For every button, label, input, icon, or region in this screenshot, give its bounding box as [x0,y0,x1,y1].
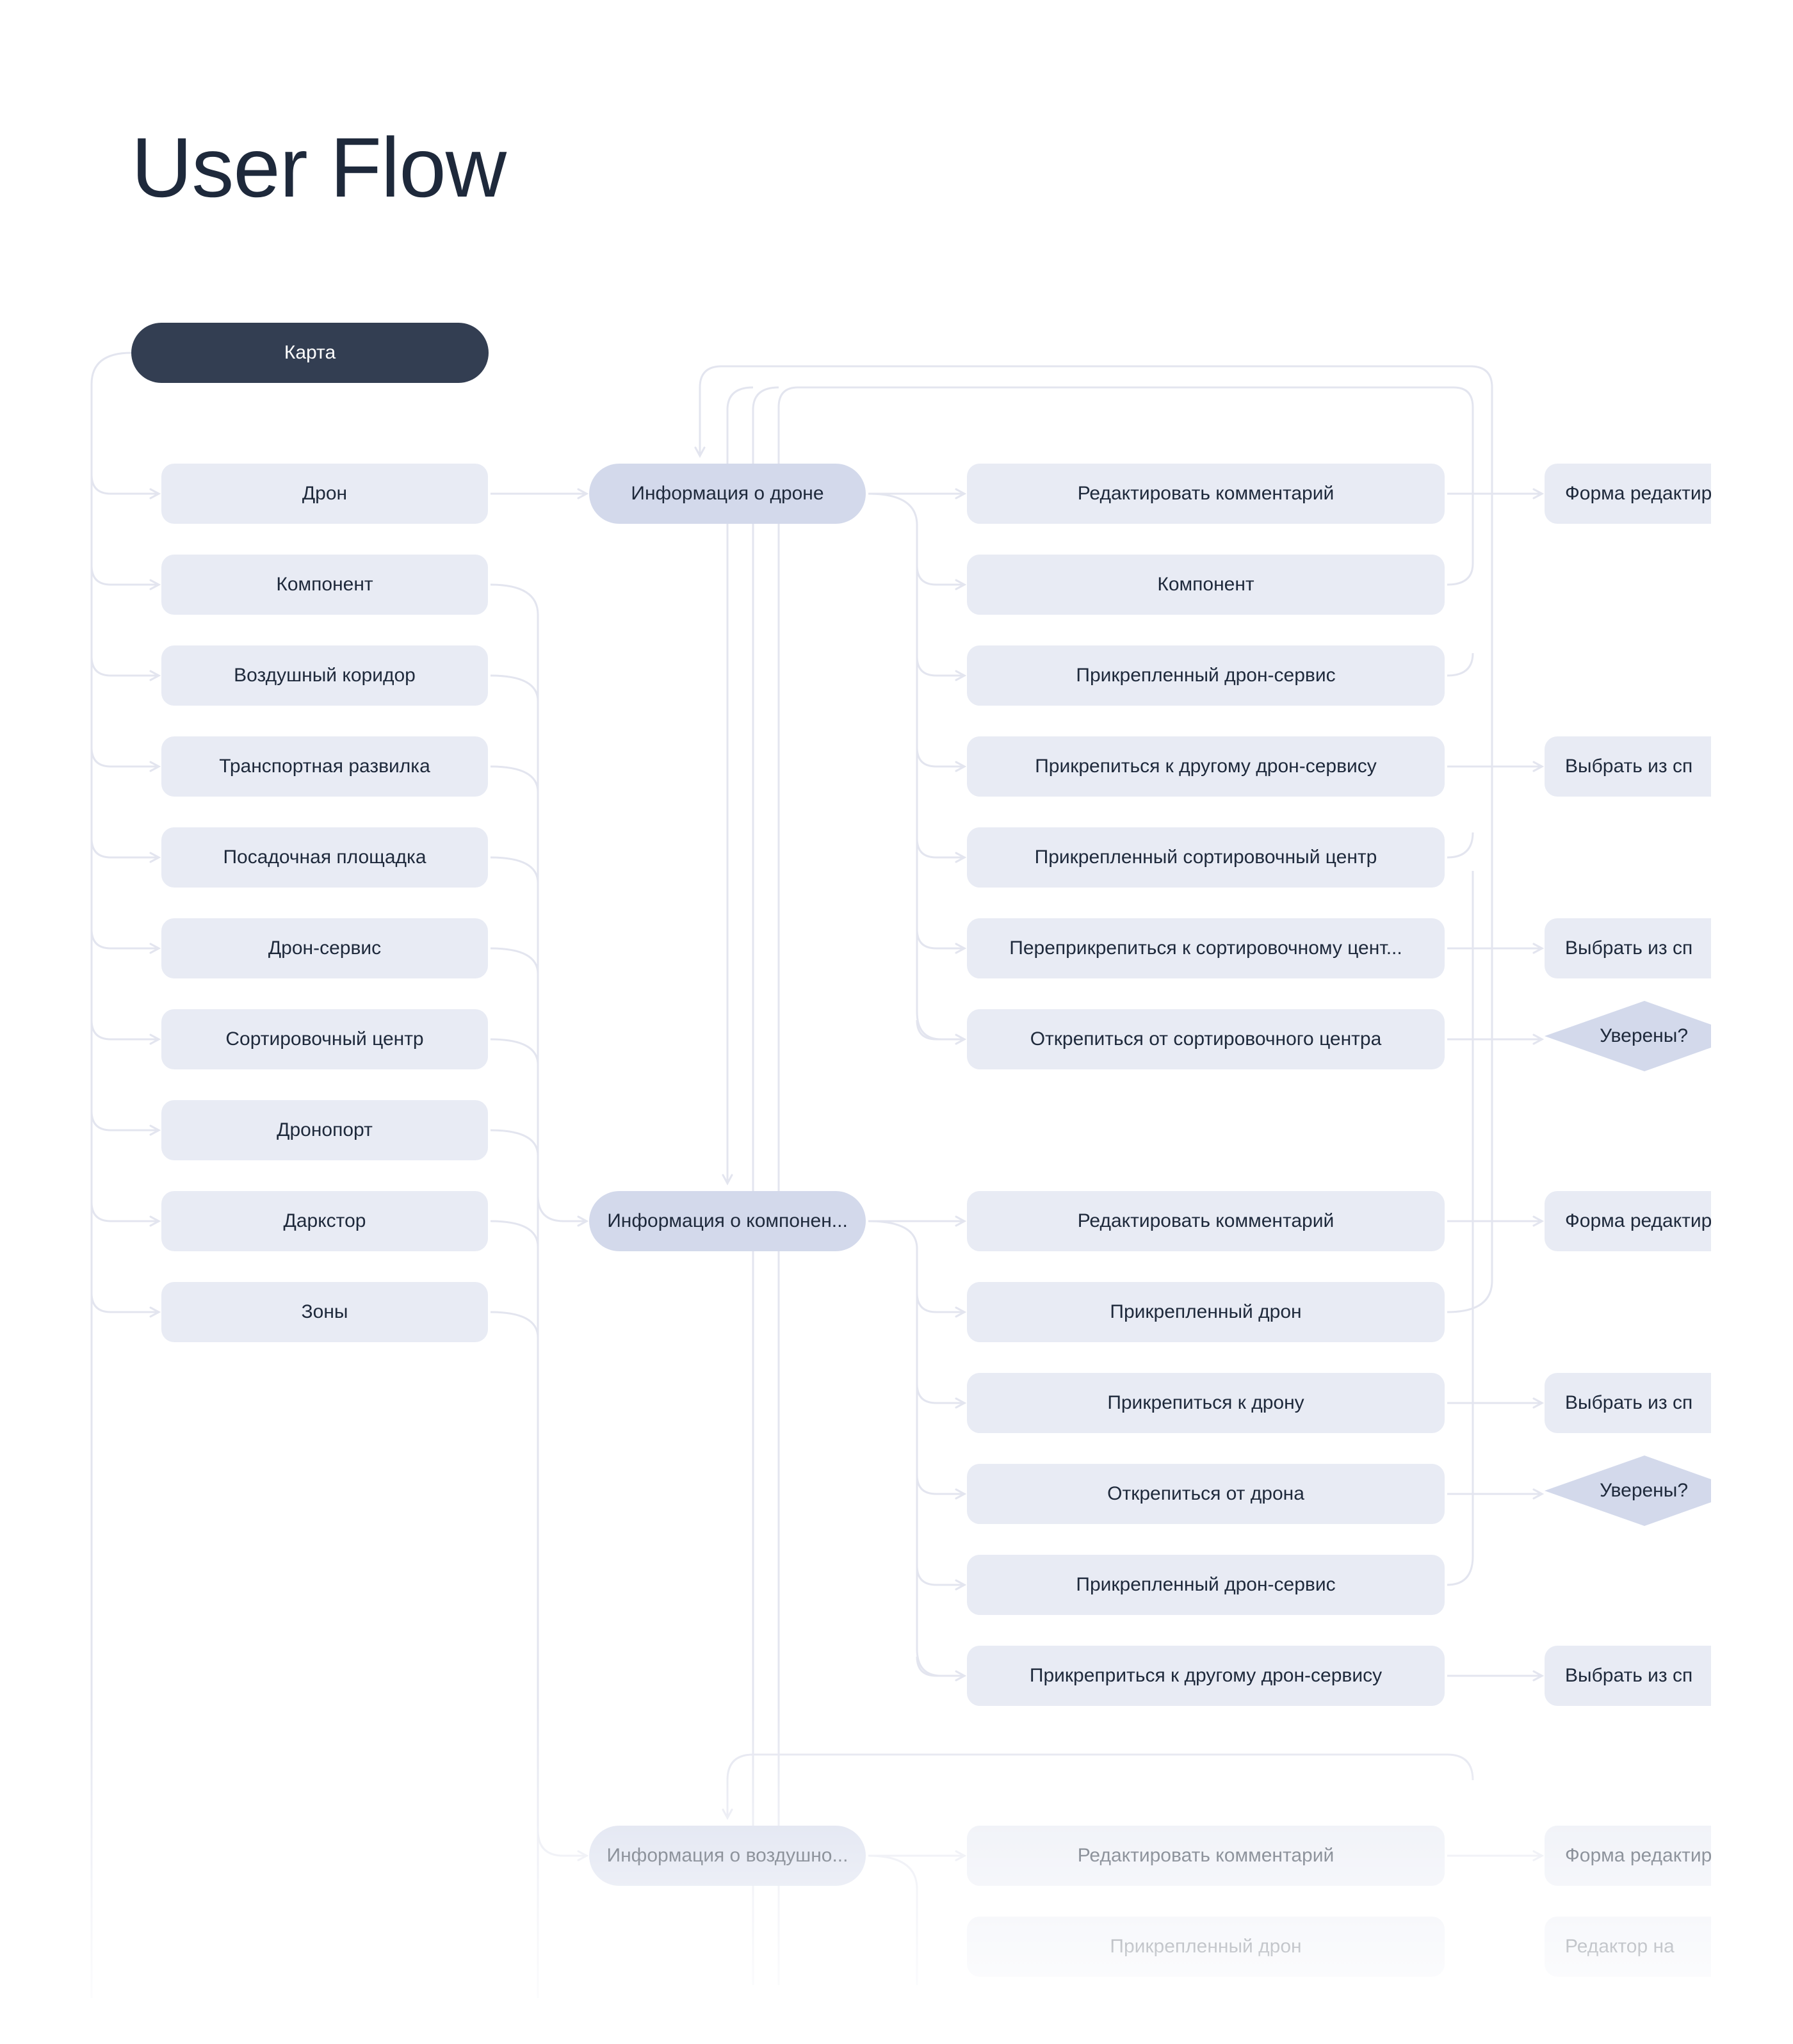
sidebar-item-drone-service[interactable]: Дрон-сервис [161,918,488,978]
sidebar-item-transport-junction[interactable]: Транспортная развилка [161,736,488,797]
component-action-detach-from-drone[interactable]: Открепиться от дрона [967,1464,1445,1524]
sidebar-item-sorting-center[interactable]: Сортировочный центр [161,1009,488,1069]
corridor-result-edit-form[interactable]: Форма редактир [1545,1826,1711,1886]
component-result-edit-form[interactable]: Форма редактир [1545,1191,1711,1251]
loop-b [700,365,1493,1313]
bus-to-corridor-info [537,1829,587,1856]
drone-action-link-5 [916,929,964,948]
component-action-attach-other-drone-service[interactable]: Прикреприться к другому дрон-сервису [967,1646,1445,1706]
loop-c [1447,871,1474,1586]
drone-action-attached-sorting-center[interactable]: Прикрепленный сортировочный центр [967,827,1445,888]
drone-action-link-2 [916,656,964,676]
root-branch-5 [90,929,159,948]
sidebar-item-air-corridor[interactable]: Воздушный коридор [161,645,488,706]
loop-a [777,386,1474,1985]
entity-bus [490,583,539,1998]
info-node-air-corridor[interactable]: Информация о воздушно... [589,1826,866,1886]
component-action-attach-to-drone[interactable]: Прикрепиться к дрону [967,1373,1445,1433]
component-action-edit-comment[interactable]: Редактировать комментарий [967,1191,1445,1251]
component-action-spine [868,1220,964,1677]
loop-e [727,386,754,1183]
drone-action-link-6 [916,1019,964,1039]
loop-d [752,386,779,1985]
entity-bus-branch-7 [490,1311,539,1338]
drone-result-select-from-list[interactable]: Выбрать из сп [1545,736,1711,797]
entity-bus-branch-3 [490,947,539,975]
drone-action-detach-sorting-center[interactable]: Открепиться от сортировочного центра [967,1009,1445,1069]
confirm-label: Уверены? [1600,1480,1688,1501]
diamond-shape [1545,1001,1711,1071]
loop-f [727,1753,1474,1818]
entity-bus-branch-0 [490,674,539,702]
drone-action-attached-drone-service[interactable]: Прикрепленный дрон-сервис [967,645,1445,706]
drone-result-edit-form[interactable]: Форма редактир [1545,464,1711,524]
drone-action-link-3 [916,747,964,766]
sidebar-item-zones[interactable]: Зоны [161,1282,488,1342]
corridor-result-editor[interactable]: Редактор на [1545,1917,1711,1977]
component-action-link-3 [916,1474,964,1494]
corridor-action-edit-comment[interactable]: Редактировать комментарий [967,1826,1445,1886]
drone-action-edit-comment[interactable]: Редактировать комментарий [967,464,1445,524]
drone-action-reattach-sorting-center[interactable]: Переприкрепиться к сортировочному цент..… [967,918,1445,978]
sidebar-item-darkstore[interactable]: Даркстор [161,1191,488,1251]
entity-bus-branch-6 [490,1220,539,1247]
root-branch-9 [90,1292,159,1312]
drone-action-link-1 [916,565,964,585]
component-action-link-4 [916,1565,964,1585]
page-title: User Flow [131,120,507,215]
root-branch-4 [90,838,159,857]
drone-action-spine [868,492,964,1041]
root-branch-6 [90,1019,159,1039]
component-action-attached-drone-service[interactable]: Прикрепленный дрон-сервис [967,1555,1445,1615]
corridor-action-spine [868,1854,918,1985]
component-action-link-1 [916,1292,964,1312]
drone-action-component[interactable]: Компонент [967,555,1445,615]
root-branch-3 [90,747,159,766]
info-node-drone[interactable]: Информация о дроне [589,464,866,524]
component-action-link-5 [916,1656,964,1676]
root-branch-2 [90,656,159,676]
loop-a-3 [1447,832,1474,859]
drone-action-attach-other-drone-service[interactable]: Прикрепиться к другому дрон-сервису [967,736,1445,797]
entity-bus-branch-1 [490,765,539,793]
root-branch-0 [90,474,159,494]
confirm-label: Уверены? [1600,1025,1688,1046]
drone-action-link-4 [916,838,964,857]
sidebar-item-drone[interactable]: Дрон [161,464,488,524]
component-result-select-from-list-2[interactable]: Выбрать из сп [1545,1646,1711,1706]
root-branch-7 [90,1110,159,1130]
sidebar-item-component[interactable]: Компонент [161,555,488,615]
root-branch-8 [90,1201,159,1221]
corridor-action-attached-drone[interactable]: Прикрепленный дрон [967,1917,1445,1977]
component-result-select-from-list[interactable]: Выбрать из сп [1545,1373,1711,1433]
entity-bus-branch-5 [490,1129,539,1156]
root-branch-1 [90,565,159,585]
drone-confirm-diamond[interactable]: Уверены? [1545,1001,1711,1071]
component-confirm-diamond[interactable]: Уверены? [1545,1456,1711,1526]
sidebar-item-droneport[interactable]: Дронопорт [161,1100,488,1160]
component-action-attached-drone[interactable]: Прикрепленный дрон [967,1282,1445,1342]
entity-bus-branch-2 [490,856,539,884]
info-node-component[interactable]: Информация о компонен... [589,1191,866,1251]
drone-result-select-from-list-2[interactable]: Выбрать из сп [1545,918,1711,978]
root-spine [90,352,132,1998]
entity-bus-branch-4 [490,1038,539,1066]
diamond-shape [1545,1456,1711,1526]
loop-a-2 [1447,653,1474,677]
sidebar-item-landing-pad[interactable]: Посадочная площадка [161,827,488,888]
root-node-map[interactable]: Карта [131,323,489,383]
bus-to-component-info [537,1195,587,1221]
component-action-link-2 [916,1383,964,1403]
